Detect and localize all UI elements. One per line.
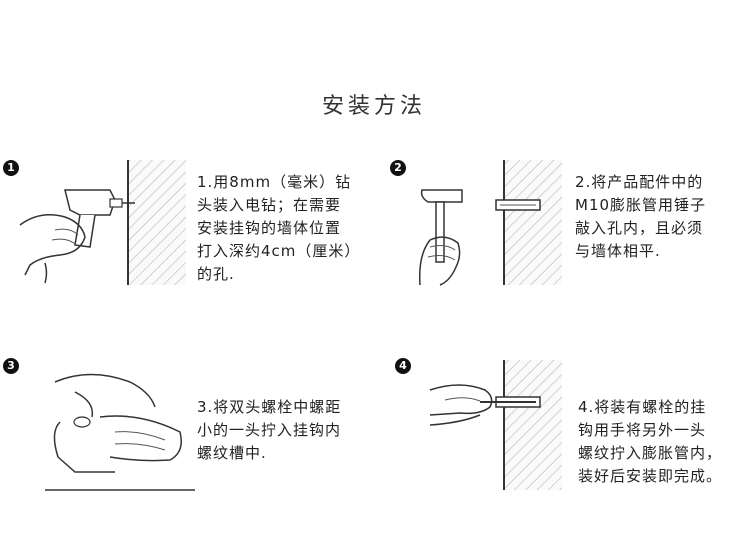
hammer-illustration bbox=[418, 160, 562, 286]
step-3-text: 3.将双头螺栓中螺距 小的一头拧入挂钩内 螺纹槽中. bbox=[197, 398, 342, 462]
step-2-badge: 2 bbox=[390, 160, 406, 176]
step-1-text: 1.用8mm（毫米）钻 头装入电钻；在需要 安装挂钩的墙体位置 打入深约4cm（… bbox=[197, 173, 361, 283]
install-hook-illustration bbox=[429, 360, 562, 490]
step-4-badge: 4 bbox=[395, 358, 411, 374]
step-3-badge: 3 bbox=[3, 358, 19, 374]
step-2-text: 2.将产品配件中的 M10膨胀管用锤子 敲入孔内，且必须 与墙体相平. bbox=[575, 173, 707, 260]
step-1-badge: 1 bbox=[3, 160, 19, 176]
bolt-hook-illustration bbox=[45, 373, 195, 491]
page-title: 安装方法 bbox=[321, 94, 426, 119]
step-4-text: 4.将装有螺栓的挂 钩用手将另外一头 螺纹拧入膨胀管内， 装好后安装即完成。 bbox=[578, 398, 723, 485]
drill-illustration bbox=[19, 160, 186, 285]
